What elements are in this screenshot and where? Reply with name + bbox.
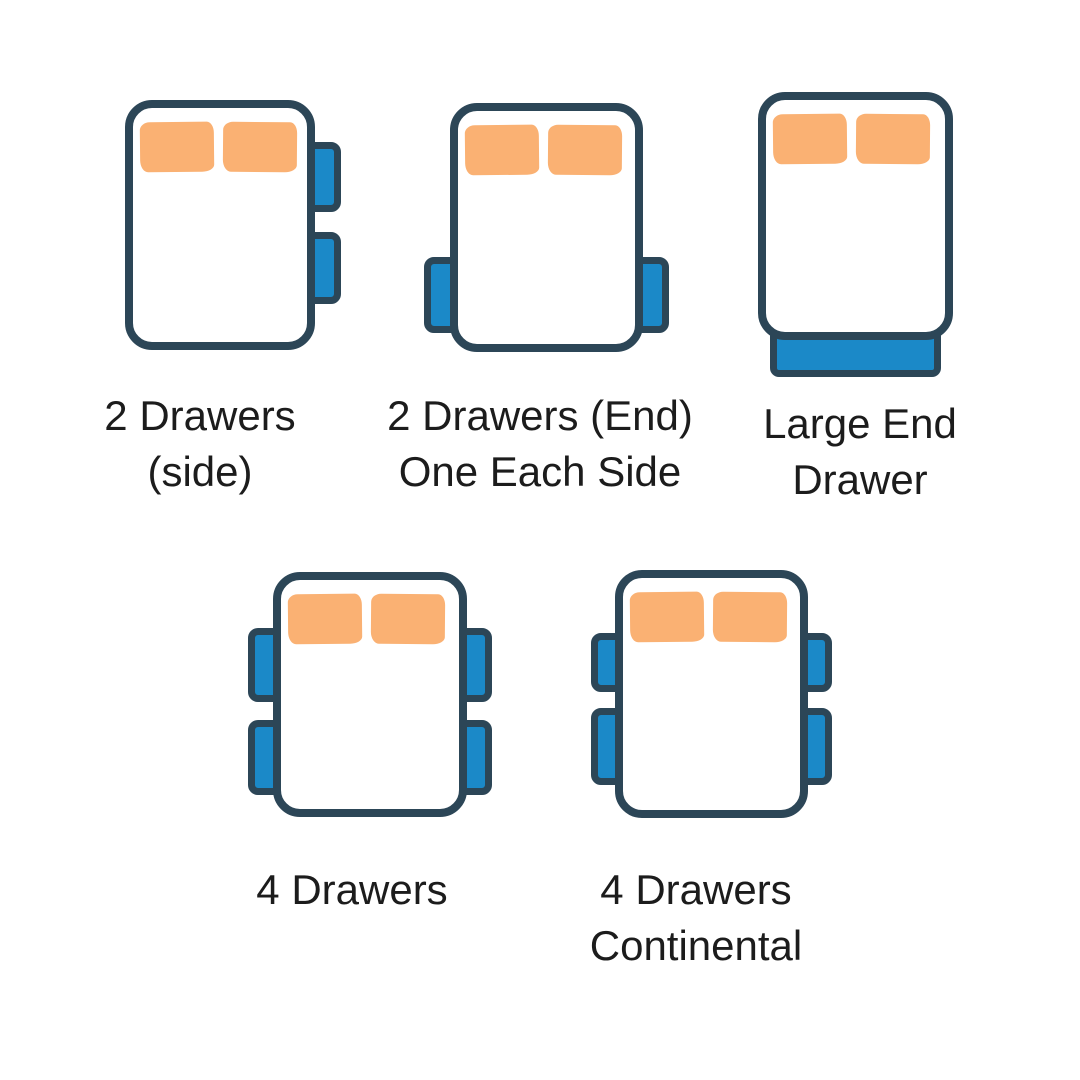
figure-label-2-drawers-side: 2 Drawers (side)	[40, 388, 360, 500]
pillow-icon	[222, 121, 298, 173]
pillow-icon	[712, 591, 788, 643]
pillow-icon	[464, 124, 540, 176]
figure-large-end-drawer	[758, 92, 953, 377]
pillow-icon	[370, 593, 446, 645]
figure-2-drawers-side	[125, 100, 341, 350]
figure-4-drawers	[248, 572, 492, 817]
figure-label-line: Large End	[763, 400, 957, 447]
bed-icon	[450, 103, 643, 352]
figure-label-line: Continental	[589, 922, 803, 969]
figure-label-line: Drawer	[792, 456, 928, 503]
bed-icon	[273, 572, 467, 817]
bed-icon	[125, 100, 315, 350]
figure-label-4-drawers-continental: 4 Drawers Continental	[546, 862, 846, 974]
bed-icon	[758, 92, 953, 340]
figure-label-2-drawers-end: 2 Drawers (End) One Each Side	[360, 388, 720, 500]
pillow-icon	[547, 124, 623, 176]
figure-label-large-end-drawer: Large End Drawer	[710, 396, 1010, 508]
figure-label-line: One Each Side	[398, 448, 682, 495]
pillow-icon	[855, 113, 931, 165]
pillow-icon	[772, 113, 848, 165]
figure-label-line: 2 Drawers	[104, 392, 296, 439]
pillow-icon	[629, 591, 705, 643]
figure-2-drawers-end-one-each-side	[424, 103, 669, 352]
pillow-icon	[139, 121, 215, 173]
figure-label-line: (side)	[147, 448, 253, 495]
figure-label-line: 4 Drawers	[600, 866, 792, 913]
figure-4-drawers-continental	[591, 570, 832, 818]
figure-label-line: 2 Drawers (End)	[387, 392, 693, 439]
pillow-icon	[287, 593, 363, 645]
figure-label-4-drawers: 4 Drawers	[212, 862, 492, 918]
bed-icon	[615, 570, 808, 818]
figure-label-line: 4 Drawers	[256, 866, 448, 913]
